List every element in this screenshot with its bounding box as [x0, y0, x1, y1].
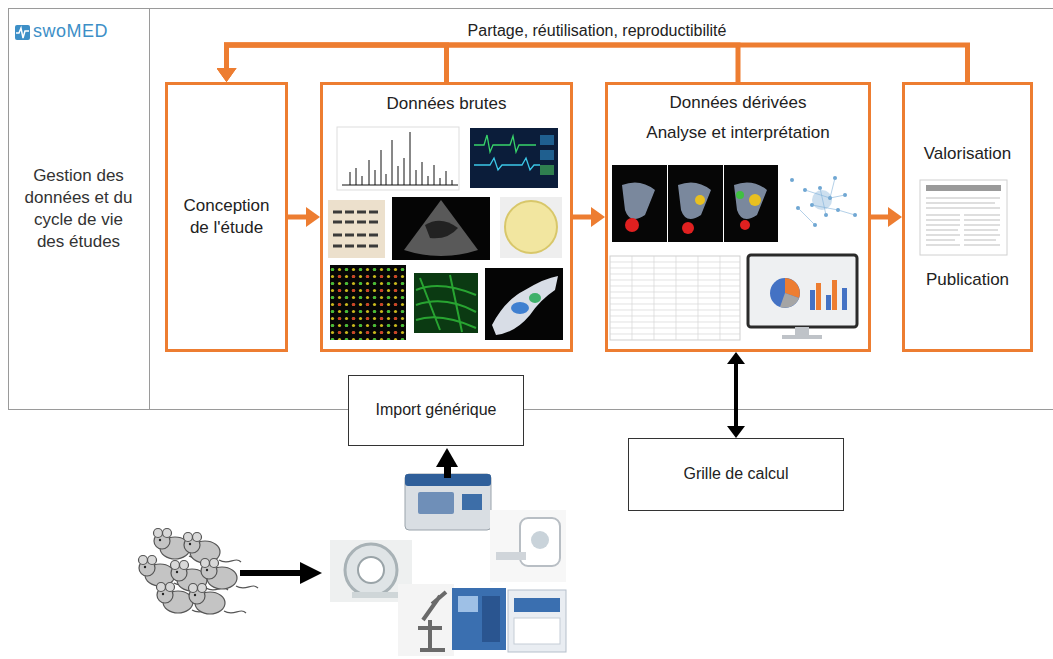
- import-box: Import générique: [348, 375, 524, 446]
- process-box: Données brutes: [320, 82, 573, 352]
- process-box: ValorisationPublication: [902, 82, 1033, 352]
- node-title: Valorisation: [924, 143, 1012, 165]
- logo-text: swoMED: [33, 21, 108, 42]
- node-subtitle: Analyse et interprétation: [646, 122, 829, 144]
- node-title: Import générique: [376, 400, 497, 421]
- node-title: Conception de l'étude: [176, 195, 277, 239]
- feedback-arrow: [227, 45, 968, 82]
- flow-arrow: [288, 215, 306, 220]
- flow-arrow: [871, 215, 888, 220]
- node-title: Grille de calcul: [684, 464, 789, 485]
- node-title: Gestion des données et du cycle de vie d…: [25, 165, 133, 253]
- process-box: Conception de l'étude: [165, 82, 288, 352]
- feedback-arrow: [227, 45, 447, 82]
- edge-label: Partage, réutilisation, reproductibilité: [464, 22, 731, 40]
- node-title: Données brutes: [386, 93, 506, 115]
- side-band: Gestion des données et du cycle de vie d…: [8, 8, 150, 410]
- flow-arrow: [573, 215, 591, 220]
- flow-arrow: [734, 364, 738, 426]
- feedback-arrow: [227, 45, 739, 82]
- compute-box: Grille de calcul: [628, 438, 844, 511]
- node-subtitle: Publication: [926, 269, 1009, 291]
- process-box: Données dérivéesAnalyse et interprétatio…: [605, 82, 871, 352]
- node-title: Données dérivées: [669, 92, 806, 114]
